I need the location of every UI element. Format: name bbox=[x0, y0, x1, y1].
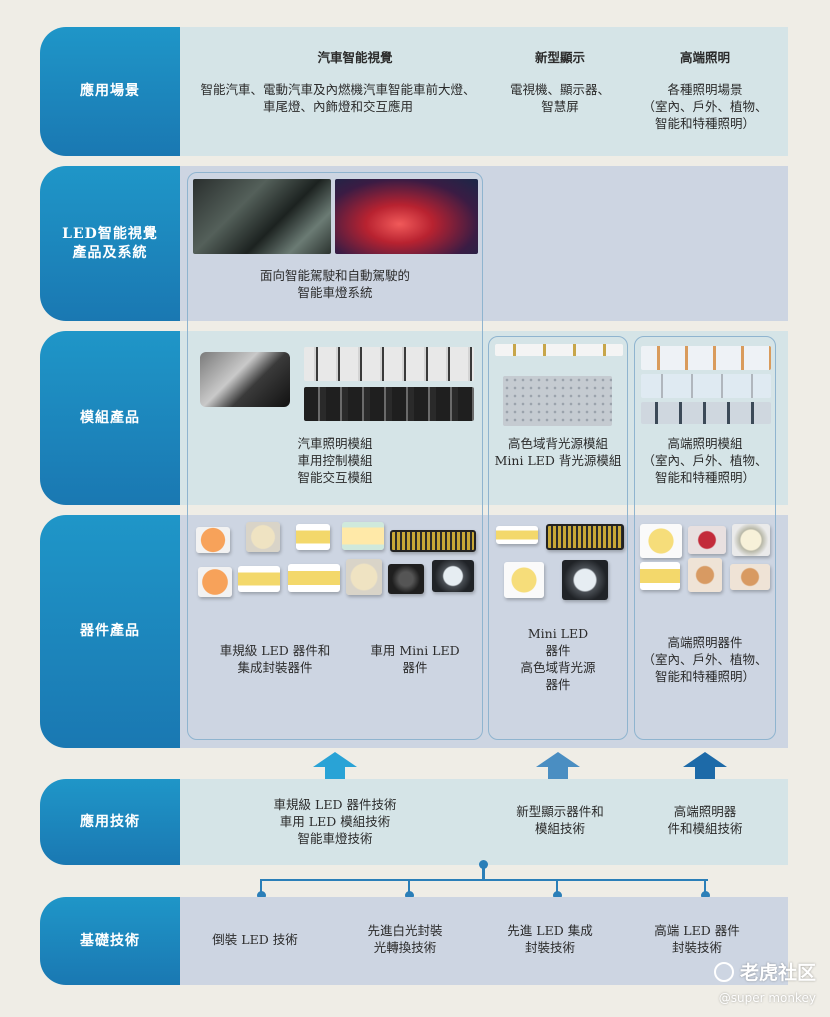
watermark-handle: @super monkey bbox=[718, 991, 816, 1005]
mini-led-dark-icon bbox=[388, 564, 424, 594]
row-label-module: 模組產品 bbox=[40, 331, 180, 505]
device-lighting-caption: 高端照明器件 （室內、戶外、植物、 智能和特種照明） bbox=[642, 635, 768, 684]
base-tech-1: 倒裝 LED 技術 bbox=[212, 932, 298, 947]
row-label-text: 模組產品 bbox=[80, 409, 140, 426]
row-label-text: 基礎技術 bbox=[80, 932, 140, 949]
connector-root-dot bbox=[479, 860, 488, 869]
base-tech-2: 先進白光封裝 光轉換技術 bbox=[367, 923, 443, 955]
connector-bar bbox=[260, 879, 708, 881]
row-label-device: 器件產品 bbox=[40, 515, 180, 748]
row-label-text: LED智能視覺 產品及系統 bbox=[62, 225, 158, 261]
lens-led-icon bbox=[562, 560, 608, 600]
led-chip-wide-icon bbox=[288, 564, 340, 592]
watermark-brand-text: 老虎社区 bbox=[739, 962, 816, 984]
base-tech-4: 高端 LED 器件 封裝技術 bbox=[654, 923, 740, 955]
connector-drop-4 bbox=[704, 879, 706, 893]
row-panel-base-tech: 倒裝 LED 技術 先進白光封裝 光轉換技術 先進 LED 集成 封裝技術 高端… bbox=[180, 897, 788, 985]
connector-drop-2 bbox=[408, 879, 410, 893]
backlight-strip-photo bbox=[495, 344, 623, 356]
scene-display-desc: 電視機、顯示器、 智慧屏 bbox=[509, 82, 610, 114]
row-label-led-system: LED智能視覺 產品及系統 bbox=[40, 166, 180, 321]
app-tech-auto: 車規級 LED 器件技術 車用 LED 模組技術 智能車燈技術 bbox=[273, 797, 397, 846]
connector-dot-1 bbox=[257, 891, 266, 900]
module-display-caption: 高色域背光源模組 Mini LED 背光源模組 bbox=[494, 436, 622, 468]
system-caption: 面向智能駕駛和自動駕駛的 智能車燈系統 bbox=[259, 268, 410, 300]
module-lighting-caption: 高端照明模組 （室內、戶外、植物、 智能和特種照明） bbox=[642, 436, 768, 485]
connector-drop-3 bbox=[556, 879, 558, 893]
lighting-board-3-photo bbox=[641, 402, 771, 424]
row-label-text: 器件產品 bbox=[80, 623, 140, 640]
led-chip-yellow-2-icon bbox=[238, 566, 280, 592]
module-auto-caption: 汽車照明模組 車用控制模組 智能交互模組 bbox=[297, 436, 373, 485]
lighting-board-2-photo bbox=[641, 374, 771, 398]
connector-drop-1 bbox=[260, 879, 262, 893]
led-chip-orange-icon bbox=[196, 527, 230, 553]
tiger-logo-icon bbox=[713, 962, 734, 982]
connector-dot-4 bbox=[701, 891, 710, 900]
control-module-photo bbox=[200, 352, 290, 407]
group-display-outline bbox=[488, 336, 628, 740]
headlamp-photo bbox=[193, 179, 331, 254]
lighting-led-tan-icon bbox=[688, 558, 722, 592]
led-chip-mint-icon bbox=[342, 522, 384, 550]
connector-dot-3 bbox=[553, 891, 562, 900]
led-chip-orange-2-icon bbox=[198, 567, 232, 597]
row-label-app-tech: 應用技術 bbox=[40, 779, 180, 865]
lighting-pcb-photo bbox=[304, 347, 474, 381]
clear-dome-led-icon bbox=[732, 524, 770, 556]
app-tech-lighting: 高端照明器 件和模組技術 bbox=[667, 804, 743, 836]
lighting-led-tan-2-icon bbox=[730, 564, 770, 590]
row-panel-application: 汽車智能視覺 智能汽車、電動汽車及內燃機汽車智能車前大燈、 車尾燈、內飾燈和交互… bbox=[180, 27, 788, 156]
device-display-caption: Mini LED 器件 高色域背光源 器件 bbox=[520, 626, 596, 692]
led-chip-cream-icon bbox=[246, 522, 280, 552]
lighting-board-1-photo bbox=[641, 346, 771, 370]
scene-auto-title: 汽車智能視覺 bbox=[317, 50, 393, 65]
led-bar-chip-icon bbox=[390, 530, 476, 552]
row-label-base-tech: 基礎技術 bbox=[40, 897, 180, 985]
taillamp-photo bbox=[335, 179, 478, 254]
red-led-icon bbox=[688, 526, 726, 554]
color-gamut-led-icon bbox=[504, 562, 544, 598]
row-label-text: 應用場景 bbox=[80, 83, 140, 100]
row-label-text: 應用技術 bbox=[80, 813, 140, 830]
led-chip-dome-cream-icon bbox=[346, 559, 382, 595]
group-auto-outline bbox=[187, 172, 483, 740]
row-panel-app-tech: 車規級 LED 器件技術 車用 LED 模組技術 智能車燈技術 新型顯示器件和 … bbox=[180, 779, 788, 865]
row-label-application: 應用場景 bbox=[40, 27, 180, 156]
mini-led-panel-photo bbox=[503, 376, 612, 426]
watermark-brand: 老虎社区 bbox=[713, 958, 816, 985]
base-tech-3: 先進 LED 集成 封裝技術 bbox=[507, 923, 593, 955]
mini-led-array-icon bbox=[546, 524, 624, 550]
device-auto-b-caption: 車用 Mini LED 器件 bbox=[370, 643, 460, 675]
mini-led-dome-icon bbox=[432, 560, 474, 592]
connector-stem bbox=[482, 866, 485, 880]
device-auto-a-caption: 車規級 LED 器件和 集成封裝器件 bbox=[219, 643, 331, 675]
lighting-led-yellow-icon bbox=[640, 562, 680, 590]
scene-lighting-desc: 各種照明場景 （室內、戶外、植物、 智能和特種照明） bbox=[642, 82, 768, 131]
backlight-led-icon bbox=[496, 526, 538, 544]
interaction-pcb-photo bbox=[304, 387, 474, 421]
led-chip-yellow-icon bbox=[296, 524, 330, 550]
app-tech-display: 新型顯示器件和 模組技術 bbox=[516, 804, 604, 836]
row-panel-device bbox=[180, 515, 788, 748]
scene-lighting-title: 高端照明 bbox=[679, 50, 730, 65]
scene-auto-desc: 智能汽車、電動汽車及內燃機汽車智能車前大燈、 車尾燈、內飾燈和交互應用 bbox=[200, 82, 476, 114]
group-lighting-outline bbox=[634, 336, 776, 740]
cob-led-icon bbox=[640, 524, 682, 558]
scene-display-title: 新型顯示 bbox=[534, 50, 585, 65]
connector-dot-2 bbox=[405, 891, 414, 900]
